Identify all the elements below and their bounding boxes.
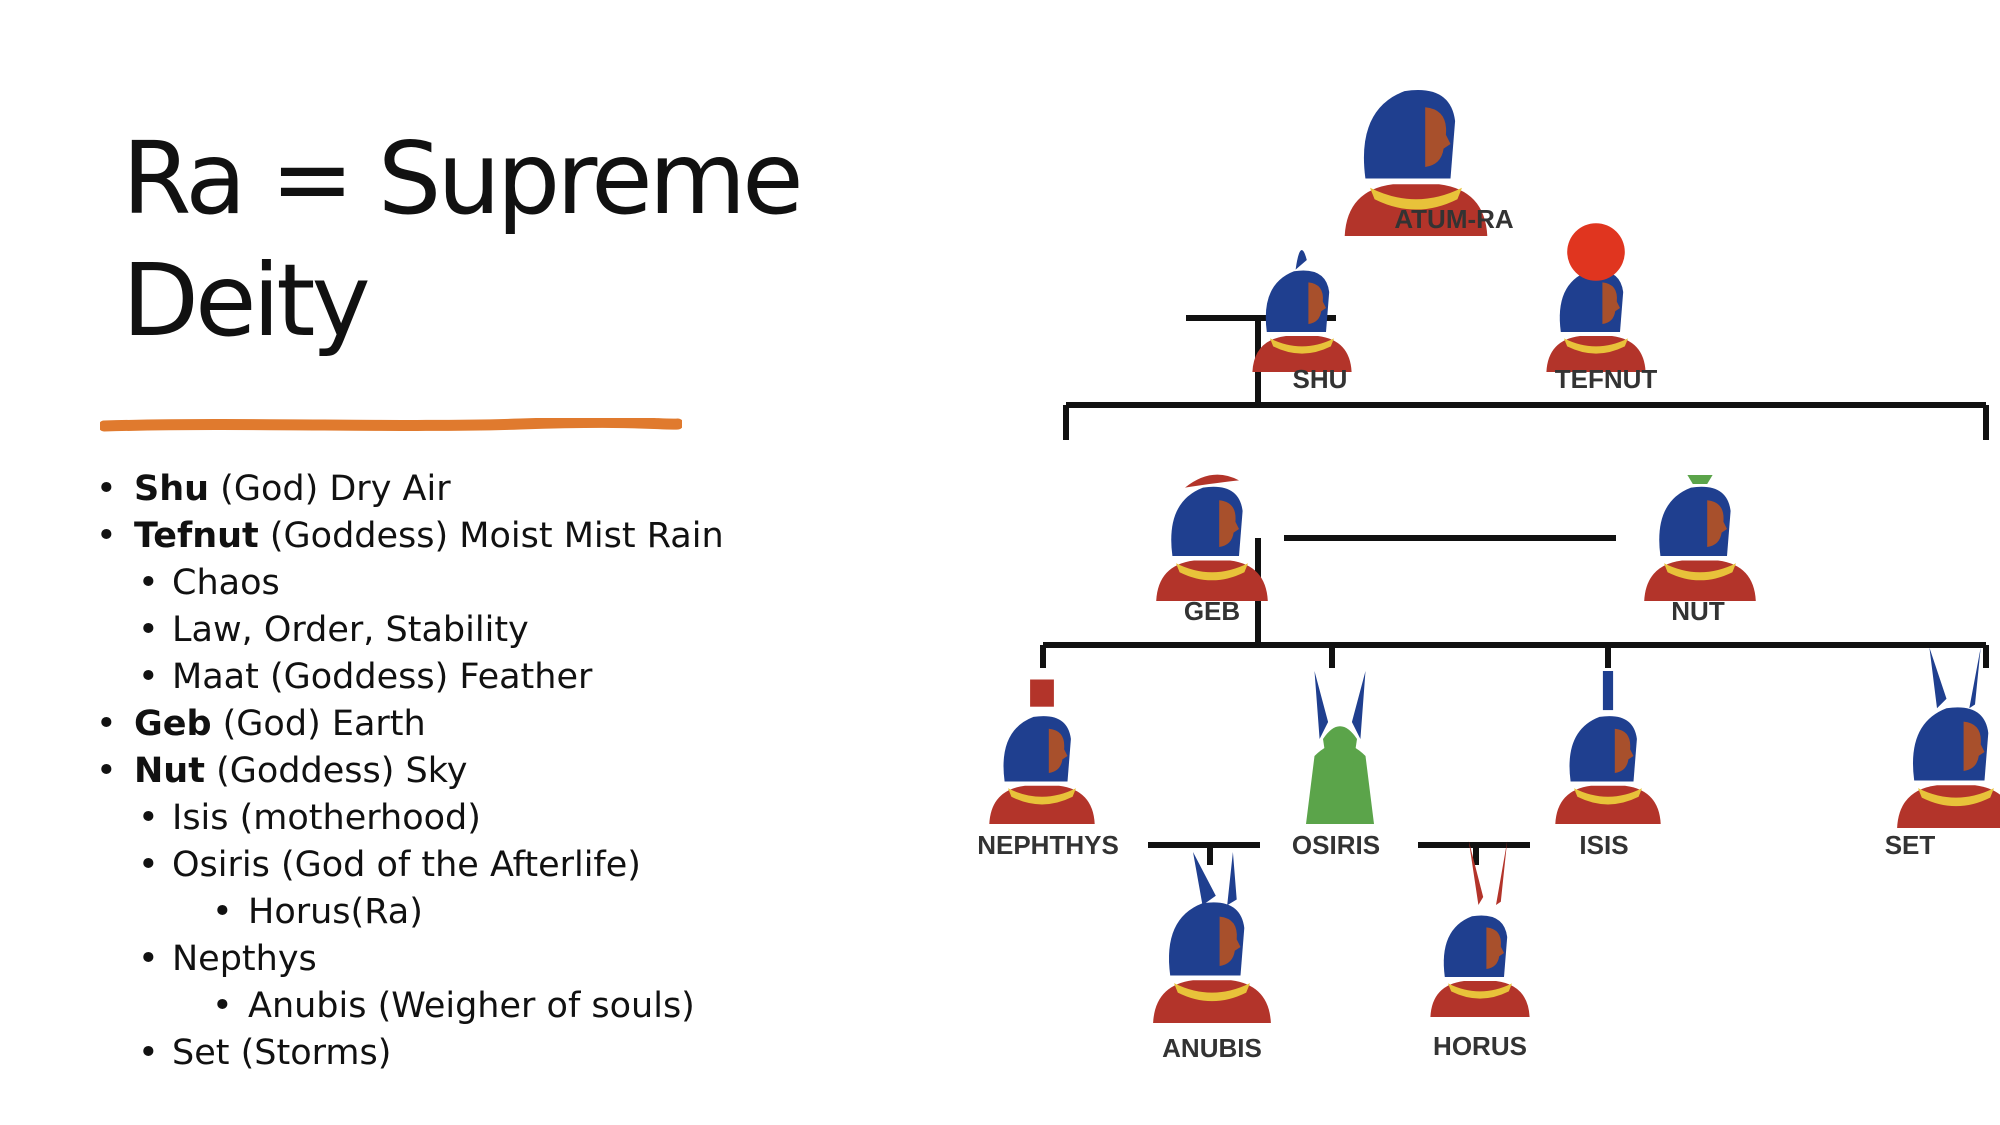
set-figure <box>1897 647 2000 828</box>
nephthys-figure <box>989 679 1095 824</box>
bullet-item: • Tefnut (Goddess) Moist Mist Rain <box>94 513 854 560</box>
bullet-bold-term: Shu <box>134 469 210 509</box>
bullet-dot: • <box>96 704 117 744</box>
label-nut: NUT <box>1671 596 1725 626</box>
bullet-text: Osiris (God of the Afterlife) <box>172 845 641 885</box>
bullet-item: • Shu (God) Dry Air <box>94 466 854 513</box>
bullet-text: Isis (motherhood) <box>172 798 481 838</box>
tree-connectors <box>1040 315 1989 865</box>
bullet-bold-term: Geb <box>134 704 212 744</box>
bullet-item: • Nut (Goddess) Sky <box>94 748 854 795</box>
bullet-item: • Chaos <box>94 560 854 607</box>
title-line-2: Deity <box>122 242 371 359</box>
bullet-item: • Isis (motherhood) <box>94 795 854 842</box>
bullet-text: Horus(Ra) <box>248 892 423 932</box>
bullet-item: • Set (Storms) <box>94 1030 854 1077</box>
label-isis: ISIS <box>1579 830 1628 860</box>
bullet-dot: • <box>138 798 159 838</box>
bullet-text: Maat (Goddess) Feather <box>172 657 593 697</box>
label-atum-ra: ATUM-RA <box>1394 204 1514 234</box>
bullet-dot: • <box>138 1033 159 1073</box>
bullet-dot: • <box>96 469 117 509</box>
bullet-text: (Goddess) Moist Mist Rain <box>258 516 724 556</box>
label-nephthys: NEPHTHYS <box>977 830 1119 860</box>
bullet-dot: • <box>138 657 159 697</box>
bullet-item: • Maat (Goddess) Feather <box>94 654 854 701</box>
bullet-dot: • <box>96 751 117 791</box>
bullet-dot: • <box>212 986 233 1026</box>
geb-figure <box>1156 474 1268 601</box>
label-set: SET <box>1885 830 1936 860</box>
bullet-dot: • <box>212 892 233 932</box>
isis-figure <box>1555 671 1661 824</box>
bullet-text: Nepthys <box>172 939 317 979</box>
osiris-figure <box>1306 671 1374 824</box>
bullet-bold-term: Tefnut <box>134 516 259 556</box>
bullet-dot: • <box>138 610 159 650</box>
label-geb: GEB <box>1184 596 1240 626</box>
bullet-text: Chaos <box>172 563 280 603</box>
label-anubis: ANUBIS <box>1162 1033 1262 1063</box>
bullet-text: Law, Order, Stability <box>172 610 529 650</box>
bullet-text: (God) Earth <box>211 704 426 744</box>
bullet-item: • Law, Order, Stability <box>94 607 854 654</box>
label-horus: HORUS <box>1433 1031 1527 1061</box>
bullet-dot: • <box>138 939 159 979</box>
tefnut-figure <box>1546 223 1646 372</box>
bullet-item: • Geb (God) Earth <box>94 701 854 748</box>
bullet-item: • Horus(Ra) <box>94 889 854 936</box>
slide-title: Ra = Supreme Deity <box>122 118 822 362</box>
bullet-item: • Anubis (Weigher of souls) <box>94 983 854 1030</box>
bullet-bold-term: Nut <box>134 751 205 791</box>
label-shu: SHU <box>1293 364 1348 394</box>
bullet-dot: • <box>138 845 159 885</box>
bullet-list: • Shu (God) Dry Air • Tefnut (Goddess) Mois… <box>94 466 854 1077</box>
bullet-text: (Goddess) Sky <box>204 751 468 791</box>
title-line-1: Ra = Supreme <box>122 120 804 237</box>
family-tree-diagram: ATUM-RA SHU TEFNUT GEB NUT NEPHTHYS OSIR… <box>977 90 2000 1063</box>
accent-underline <box>100 418 682 432</box>
bullet-dot: • <box>96 516 117 556</box>
bullet-item: • Nepthys <box>94 936 854 983</box>
label-tefnut: TEFNUT <box>1555 364 1658 394</box>
bullet-text: (God) Dry Air <box>209 469 451 509</box>
label-osiris: OSIRIS <box>1292 830 1380 860</box>
bullet-text: Anubis (Weigher of souls) <box>248 986 695 1026</box>
anubis-figure <box>1153 852 1271 1023</box>
nut-figure <box>1644 475 1756 601</box>
shu-figure <box>1252 250 1352 372</box>
bullet-item: • Osiris (God of the Afterlife) <box>94 842 854 889</box>
horus-figure <box>1430 841 1530 1017</box>
bullet-text: Set (Storms) <box>172 1033 392 1073</box>
bullet-dot: • <box>138 563 159 603</box>
